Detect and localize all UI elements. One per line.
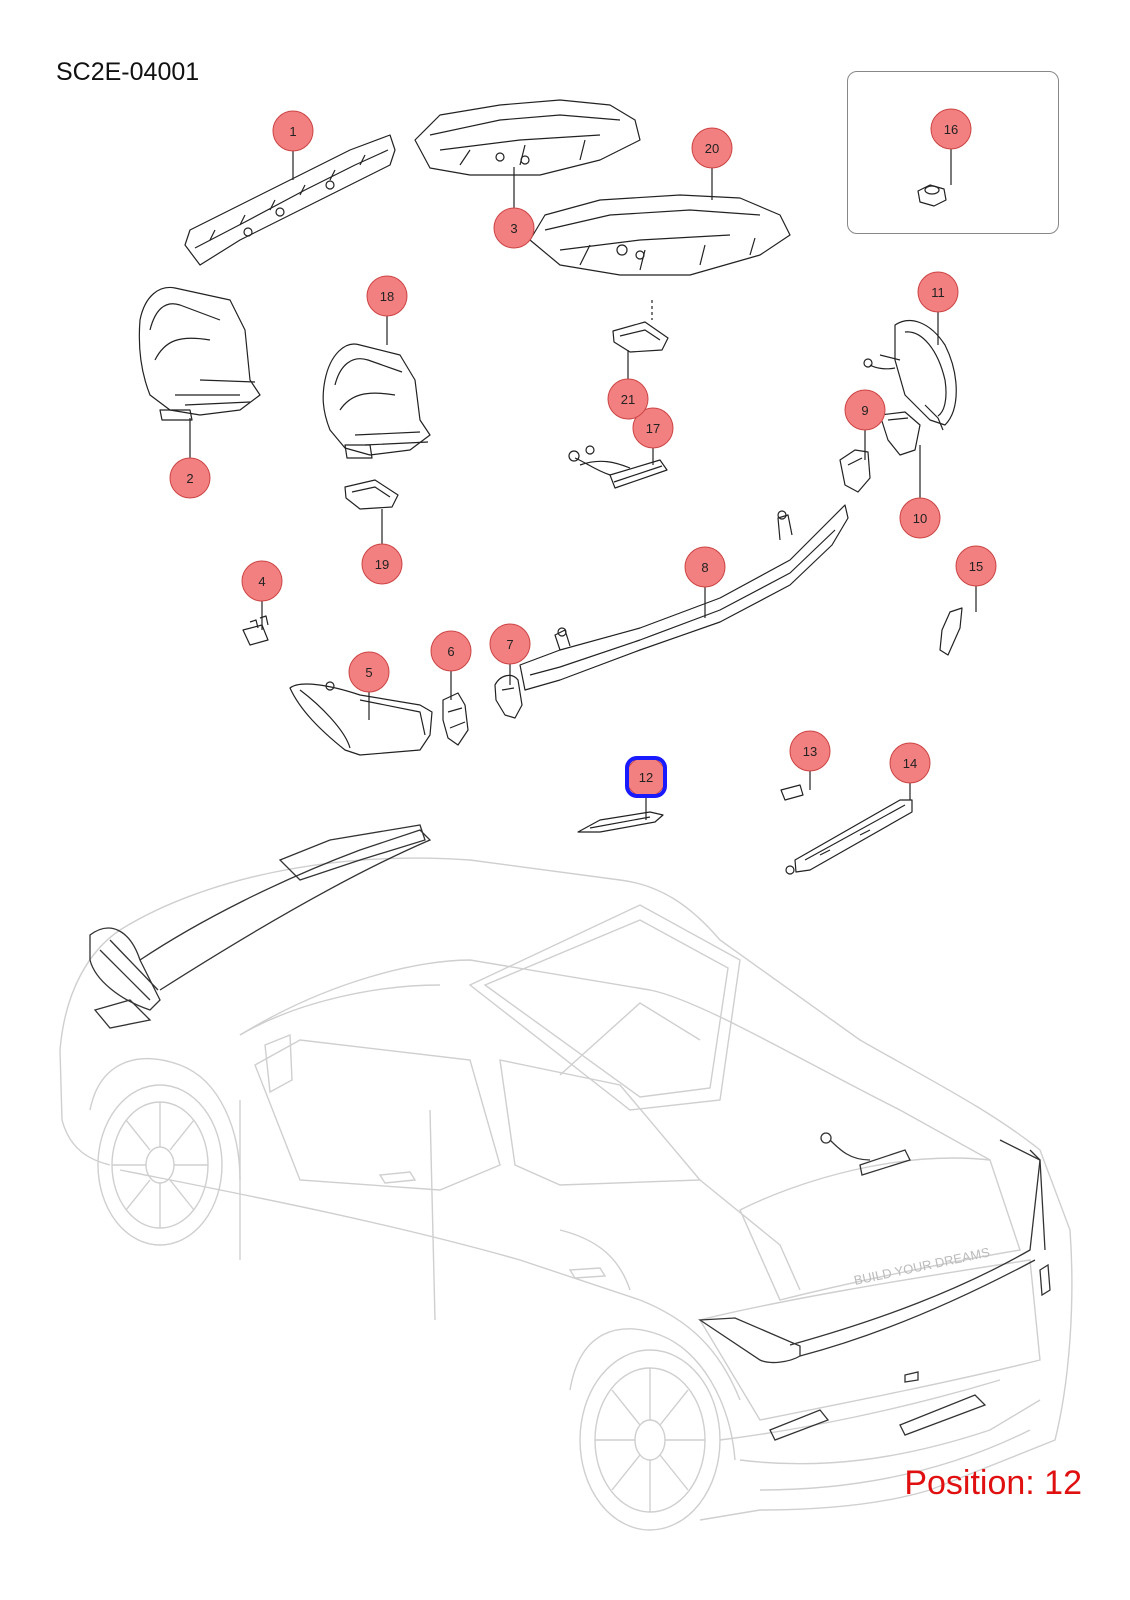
part-16-nut bbox=[917, 184, 947, 207]
part-21-module bbox=[612, 321, 669, 353]
svg-text:BUILD YOUR DREAMS: BUILD YOUR DREAMS bbox=[853, 1244, 992, 1288]
callout-1[interactable]: 1 bbox=[289, 123, 297, 139]
part-12-reflector bbox=[577, 811, 664, 833]
callout-17[interactable]: 17 bbox=[645, 420, 661, 436]
part-20-headlamp bbox=[529, 194, 791, 276]
callout-10[interactable]: 10 bbox=[912, 510, 928, 526]
part-17-brake-light bbox=[568, 445, 668, 489]
callout-19[interactable]: 19 bbox=[374, 556, 390, 572]
part-3-headlamp bbox=[414, 99, 641, 176]
fastener-inset-box bbox=[847, 71, 1059, 234]
part-4-clip bbox=[242, 615, 269, 646]
part-7-end-cap bbox=[494, 674, 523, 719]
callout-12-selected[interactable]: 12 bbox=[625, 756, 667, 798]
parts-line-art bbox=[138, 99, 963, 875]
part-5-tail-lamp bbox=[289, 681, 433, 756]
callout-14[interactable]: 14 bbox=[902, 755, 918, 771]
part-15-side-marker bbox=[939, 607, 963, 656]
part-1-front-beam bbox=[184, 134, 396, 266]
part-2-lamp-housing bbox=[138, 286, 261, 421]
callout-6[interactable]: 6 bbox=[447, 643, 455, 659]
car-rear-parts bbox=[89, 824, 1051, 1441]
part-13-connector bbox=[780, 784, 804, 801]
part-6-bracket bbox=[442, 692, 469, 746]
part-9-corner-light bbox=[839, 449, 871, 493]
callout-7[interactable]: 7 bbox=[506, 636, 514, 652]
callout-fills bbox=[169, 108, 997, 798]
part-10-bracket bbox=[879, 411, 921, 456]
callout-2[interactable]: 2 bbox=[186, 470, 194, 486]
callout-8[interactable]: 8 bbox=[701, 559, 709, 575]
callout-18[interactable]: 18 bbox=[379, 288, 395, 304]
part-8-light-bar bbox=[519, 504, 849, 691]
callout-3[interactable]: 3 bbox=[510, 220, 518, 236]
callout-9[interactable]: 9 bbox=[861, 402, 869, 418]
callout-13[interactable]: 13 bbox=[802, 743, 818, 759]
callout-20[interactable]: 20 bbox=[704, 140, 720, 156]
part-14-light-bar bbox=[785, 799, 913, 875]
leader-lines bbox=[189, 149, 977, 820]
callout-16[interactable]: 16 bbox=[943, 121, 959, 137]
callout-21[interactable]: 21 bbox=[620, 391, 636, 407]
callout-4[interactable]: 4 bbox=[258, 573, 266, 589]
position-indicator: Position: 12 bbox=[904, 1464, 1082, 1502]
part-18-lamp-housing bbox=[322, 343, 431, 459]
callout-5[interactable]: 5 bbox=[365, 664, 373, 680]
part-19-module bbox=[344, 479, 399, 510]
callout-11[interactable]: 11 bbox=[931, 284, 945, 300]
callout-15[interactable]: 15 bbox=[968, 558, 984, 574]
diagram-code: SC2E-04001 bbox=[56, 58, 200, 86]
part-11-tail-lamp bbox=[863, 320, 957, 431]
